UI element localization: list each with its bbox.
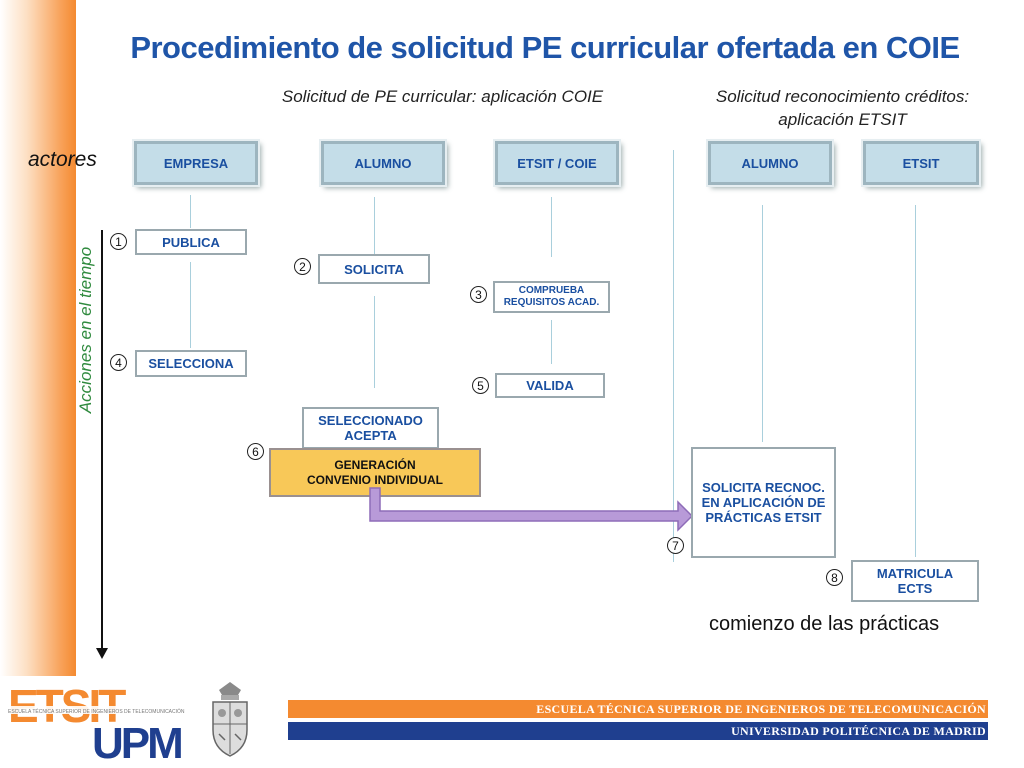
step-number-6: 6: [247, 443, 264, 460]
subtitle-coie: Solicitud de PE curricular: aplicación C…: [281, 87, 604, 106]
step-valida: VALIDA: [495, 373, 605, 398]
step-matricula-line2: ECTS: [897, 581, 933, 596]
slide-title: Procedimiento de solicitud PE curricular…: [130, 30, 960, 65]
time-axis-line: [101, 230, 103, 650]
step-comprueba-line2: REQUISITOS ACAD.: [503, 297, 600, 308]
step-solicita-recnoc: SOLICITA RECNOC. EN APLICACIÓN DE PRÁCTI…: [691, 447, 836, 558]
step-matricula-ects: MATRICULA ECTS: [851, 560, 979, 602]
logo-band-text: ESCUELA TÉCNICA SUPERIOR DE INGENIEROS D…: [8, 708, 185, 715]
step-number-2: 2: [294, 258, 311, 275]
actors-label: actores: [28, 148, 97, 171]
lifeline-alumno-etsit: [762, 205, 763, 442]
subtitle-etsit-line1: Solicitud reconocimiento créditos:: [715, 87, 970, 106]
logo-upm-text: UPM: [92, 719, 181, 762]
footer-university-bar: UNIVERSIDAD POLITÉCNICA DE MADRID: [288, 722, 988, 740]
time-axis-arrowhead: [96, 648, 108, 659]
lifeline-coie-1: [551, 197, 552, 257]
lifeline-empresa-2: [190, 262, 191, 348]
lifeline-empresa-1: [190, 195, 191, 228]
subtitle-etsit-line2: aplicación ETSIT: [778, 110, 907, 129]
step-number-5: 5: [472, 377, 489, 394]
etsit-upm-logo: ETSIT ESCUELA TÉCNICA SUPERIOR DE INGENI…: [6, 680, 185, 762]
actor-empresa: EMPRESA: [134, 141, 258, 185]
step-recnoc-line2: EN APLICACIÓN DE: [701, 495, 826, 510]
step-number-4: 4: [110, 354, 127, 371]
step-acepta-line2: ACEPTA: [344, 428, 397, 443]
subtitle-etsit: Solicitud reconocimiento créditos: aplic…: [680, 85, 1005, 131]
step-number-1: 1: [110, 233, 127, 250]
actor-etsit: ETSIT: [863, 141, 979, 185]
flow-arrow-shape: [369, 487, 694, 532]
lifeline-alumno-2: [374, 296, 375, 388]
step-matricula-line1: MATRICULA: [876, 566, 954, 581]
step-generacion-convenio: GENERACIÓN CONVENIO INDIVIDUAL: [269, 448, 481, 497]
step-solicita: SOLICITA: [318, 254, 430, 284]
step-recnoc-line1: SOLICITA RECNOC.: [702, 480, 825, 495]
step-number-8: 8: [826, 569, 843, 586]
step-selecciona: SELECCIONA: [135, 350, 247, 377]
separator-line: [673, 150, 674, 562]
lifeline-etsit: [915, 205, 916, 557]
step-recnoc-line3: PRÁCTICAS ETSIT: [705, 510, 822, 525]
logo-band: [6, 706, 146, 714]
footer-school-bar: ESCUELA TÉCNICA SUPERIOR DE INGENIEROS D…: [288, 700, 988, 718]
actor-alumno-etsit: ALUMNO: [708, 141, 832, 185]
step-publica: PUBLICA: [135, 229, 247, 255]
lifeline-alumno-1: [374, 197, 375, 254]
step-generacion-line1: GENERACIÓN: [334, 457, 416, 472]
step-generacion-line2: CONVENIO INDIVIDUAL: [306, 472, 443, 487]
step-seleccionado-acepta: SELECCIONADO ACEPTA: [302, 407, 439, 449]
step-comprueba: COMPRUEBA REQUISITOS ACAD.: [493, 281, 610, 313]
closing-note: comienzo de las prácticas: [709, 613, 940, 635]
lifeline-coie-2: [551, 320, 552, 364]
step-number-7: 7: [667, 537, 684, 554]
university-crest-icon: [212, 682, 248, 757]
step-number-3: 3: [470, 286, 487, 303]
step-comprueba-line1: COMPRUEBA: [518, 285, 585, 296]
actor-alumno-coie: ALUMNO: [321, 141, 445, 185]
orange-sidebar: [0, 0, 76, 676]
actor-etsit-coie: ETSIT / COIE: [495, 141, 619, 185]
step-acepta-line1: SELECCIONADO: [318, 413, 423, 428]
